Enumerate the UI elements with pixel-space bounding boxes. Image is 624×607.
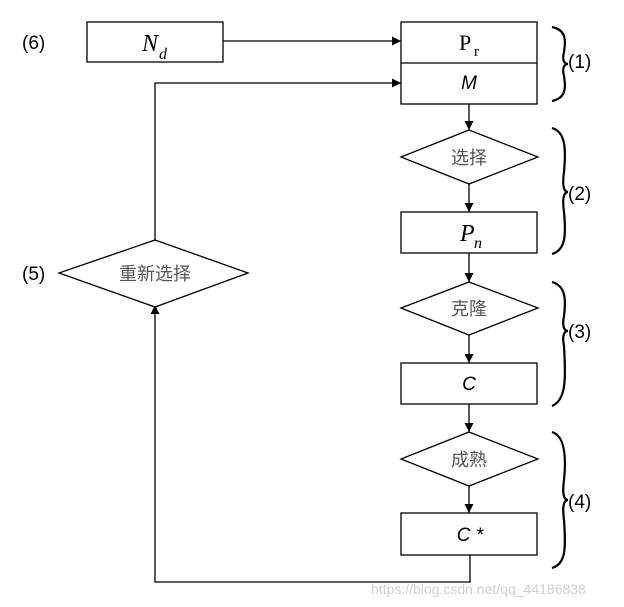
step-label-4: (4): [568, 492, 591, 513]
node-select: 选择: [399, 129, 540, 185]
select-label: 选择: [451, 148, 487, 169]
brace-3: [551, 280, 569, 408]
watermark: https://blog.csdn.net/qq_44186838: [371, 581, 586, 597]
c-label: C: [462, 374, 476, 395]
step-label-2: (2): [568, 184, 591, 205]
nd-subscript: d: [159, 46, 168, 63]
node-mature: 成熟: [399, 431, 540, 487]
node-c: C: [400, 362, 538, 405]
clone-label: 克隆: [451, 299, 487, 320]
step-label-1: (1): [568, 52, 591, 73]
pr-subscript: r: [474, 44, 479, 60]
nd-symbol: N: [141, 31, 160, 57]
m-label: M: [461, 73, 477, 94]
node-pn: P n: [400, 211, 538, 254]
brace-1: [551, 25, 569, 103]
step-label-5: (5): [22, 264, 45, 285]
node-nd: N d: [86, 21, 224, 63]
brace-4: [551, 430, 569, 570]
reselect-label: 重新选择: [119, 264, 191, 285]
pn-symbol: P: [459, 221, 475, 247]
node-clone: 克隆: [399, 281, 540, 336]
step-label-6: (6): [22, 33, 45, 54]
pr-symbol: P: [459, 30, 471, 55]
step-label-3: (3): [568, 322, 591, 343]
mature-label: 成熟: [451, 450, 487, 471]
pn-subscript: n: [474, 235, 482, 252]
brace-2: [551, 126, 569, 256]
node-pr-m: P r M: [400, 21, 538, 105]
node-reselect: 重新选择: [57, 239, 250, 308]
arrow-reselect-to-m: [154, 78, 401, 240]
cstar-label: C *: [457, 525, 484, 546]
arrow-cstar-to-reselect: [150, 305, 471, 583]
node-cstar: C *: [400, 512, 538, 556]
